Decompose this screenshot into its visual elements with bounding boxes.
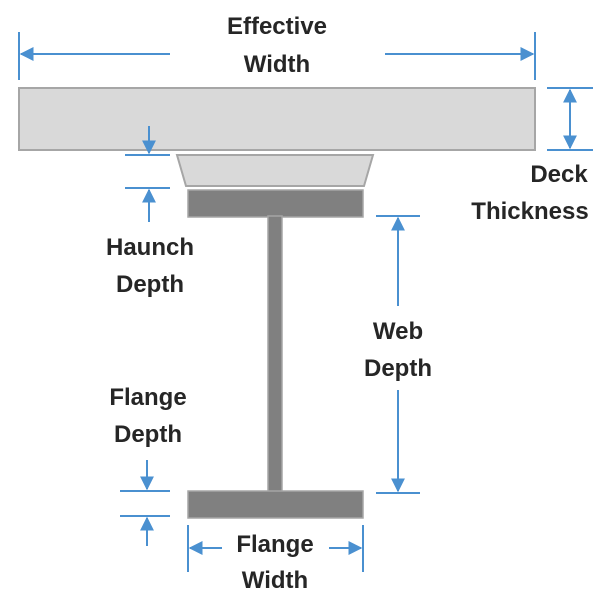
effective-width-label-line-2: Width: [244, 51, 310, 78]
web-depth-label-line-1: Web: [373, 318, 423, 345]
deck-thickness-dimension: [547, 87, 593, 151]
deck-thickness-label-line-1: Deck: [530, 161, 588, 188]
web-depth-dimension: [376, 215, 420, 494]
haunch: [175, 154, 375, 187]
flange-depth-label-line-2: Depth: [114, 421, 182, 448]
haunch-depth-dimension: [125, 126, 170, 222]
haunch-depth-label-line-1: Haunch: [106, 234, 194, 261]
haunch-depth-label-line-2: Depth: [116, 271, 184, 298]
top-flange: [187, 189, 364, 218]
flange-width-dimension: [187, 525, 364, 572]
effective-width-label-line-1: Effective: [227, 13, 327, 40]
flange-width-label-line-1: Flange: [236, 531, 313, 558]
bottom-flange: [187, 490, 364, 519]
concrete-deck: [18, 87, 536, 151]
effective-width-dimension: [18, 32, 536, 80]
flange-depth-dimension: [120, 460, 170, 546]
web: [267, 215, 283, 494]
deck-thickness-label-line-2: Thickness: [471, 198, 588, 225]
flange-width-label-line-2: Width: [242, 567, 308, 594]
web-depth-label-line-2: Depth: [364, 355, 432, 382]
flange-depth-label-line-1: Flange: [109, 384, 186, 411]
